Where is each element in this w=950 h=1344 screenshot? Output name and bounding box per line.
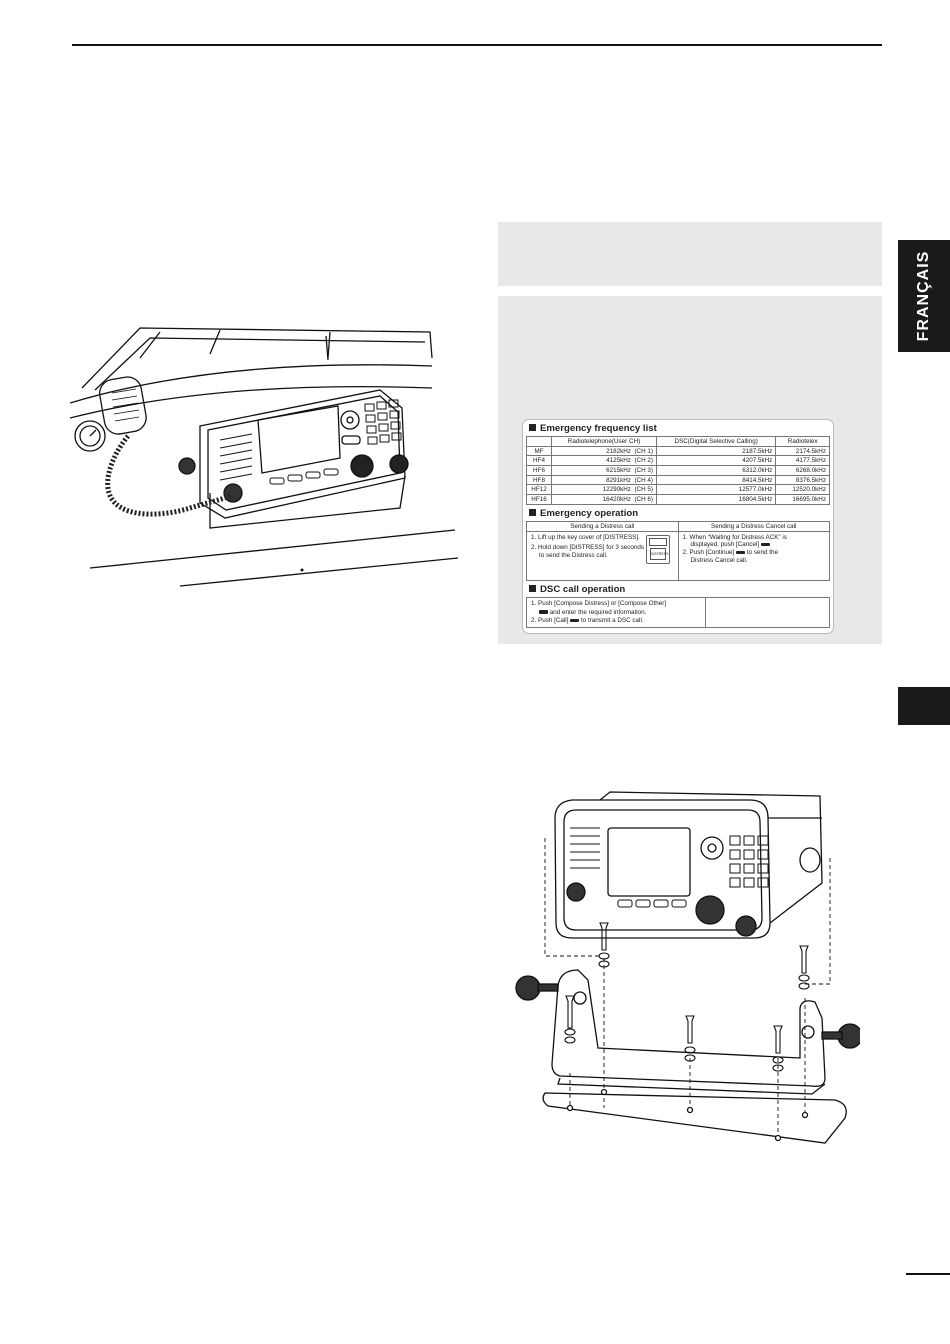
- dsc-cell: 12577.0kHz: [655, 484, 777, 496]
- freq-header-cell: Radiotelephone(User CH): [551, 436, 657, 447]
- rt-cell: 8291kHz (CH 4): [551, 474, 657, 486]
- top-rule: [72, 44, 882, 46]
- radio-installed-illustration: [70, 327, 459, 587]
- band-cell: HF8: [526, 474, 552, 486]
- send-distress-column: Sending a Distress call 1. Lift up the k…: [526, 521, 679, 580]
- emergency-card: Emergency frequency list Radiotelephone(…: [522, 419, 834, 634]
- note-box-top: [498, 222, 882, 286]
- emergency-frequency-table: Radiotelephone(User CH) DSC(Digital Sele…: [526, 436, 830, 505]
- section-tab: [898, 687, 950, 725]
- dsc-empty-cell: [706, 596, 830, 628]
- rt-cell: 2182kHz (CH 1): [551, 445, 657, 457]
- rt-cell: 12290kHz (CH 5): [551, 484, 657, 496]
- telex-cell: 2174.5kHz: [775, 445, 830, 457]
- band-cell: HF12: [526, 484, 552, 496]
- dsc-cell: 16804.5kHz: [655, 494, 777, 505]
- dsc-section-title: DSC call operation: [526, 579, 830, 597]
- band-cell: HF4: [526, 455, 552, 467]
- band-cell: MF: [526, 445, 552, 457]
- language-tab: FRANÇAIS: [898, 240, 950, 352]
- rt-cell: 6215kHz (CH 3): [551, 465, 657, 476]
- softkey-icon: [760, 542, 770, 547]
- step-text: 1. When “Waiting for Distress ACK” is: [682, 533, 787, 541]
- dsc-cell: 6312.0kHz: [655, 465, 777, 476]
- freq-section-title: Emergency frequency list: [523, 420, 833, 436]
- dsc-operation-panel: 1. Push [Compose Distress] or [Compose O…: [526, 596, 830, 628]
- telex-cell: 6268.0kHz: [775, 465, 830, 476]
- send-distress-title: Sending a Distress call: [527, 522, 678, 532]
- step-text: to send the Distress call.: [539, 552, 608, 559]
- step-text: 2. Push [Continue]: [682, 549, 735, 556]
- cancel-distress-title: Sending a Distress Cancel call: [678, 522, 829, 532]
- step-text: 1. Push [Compose Distress] or [Compose O…: [531, 599, 667, 607]
- softkey-icon: [570, 618, 580, 623]
- freq-header-cell: Radiotelex: [775, 436, 830, 447]
- step-text: to send the: [746, 549, 778, 556]
- cancel-distress-steps: 1. When “Waiting for Distress ACK” is di…: [679, 532, 830, 580]
- step-text: displayed, push [Cancel]: [690, 541, 760, 549]
- distress-key-icon: DISTRESS: [645, 534, 670, 564]
- page-number-rule: [906, 1273, 950, 1275]
- send-distress-steps: 1. Lift up the key cover of [DISTRESS]. …: [527, 532, 678, 580]
- step-text: to transmit a DSC call.: [580, 617, 644, 625]
- softkey-icon: [736, 550, 746, 555]
- freq-header-cell: [526, 436, 552, 447]
- softkey-icon: [539, 610, 548, 614]
- telex-cell: 16695.0kHz: [775, 494, 830, 505]
- band-cell: HF16: [526, 494, 552, 505]
- dsc-cell: 4207.5kHz: [655, 455, 777, 467]
- emergency-operation-panel: Sending a Distress call 1. Lift up the k…: [526, 520, 830, 580]
- telex-cell: 8376.5kHz: [775, 474, 830, 486]
- rt-cell: 16420kHz (CH 6): [551, 494, 657, 505]
- cancel-distress-column: Sending a Distress Cancel call 1. When “…: [678, 521, 830, 580]
- ops-section-title: Emergency operation: [523, 505, 833, 521]
- telex-cell: 4177.5kHz: [775, 455, 830, 467]
- rt-cell: 4125kHz (CH 2): [551, 455, 657, 467]
- freq-header-cell: DSC(Digital Selective Calling): [655, 436, 777, 447]
- step-text: 2. Push [Call]: [531, 617, 569, 625]
- freq-header-row: Radiotelephone(User CH) DSC(Digital Sele…: [526, 436, 830, 447]
- step-text: 2. Hold down [DISTRESS] for 3 seconds: [531, 544, 645, 552]
- distress-key-label: DISTRESS: [649, 547, 668, 560]
- step-text: and enter the required information.: [549, 608, 647, 616]
- step-text: Distress Cancel call.: [690, 556, 748, 564]
- step-text: 1. Lift up the key cover of [DISTRESS].: [531, 533, 640, 541]
- bracket-mounting-diagram: [515, 791, 860, 1144]
- dsc-cell: 2187.5kHz: [655, 445, 777, 457]
- dsc-cell: 8414.5kHz: [655, 474, 777, 486]
- dsc-steps: 1. Push [Compose Distress] or [Compose O…: [526, 596, 706, 628]
- band-cell: HF6: [526, 465, 552, 476]
- telex-cell: 12520.0kHz: [775, 484, 830, 496]
- language-tab-label: FRANÇAIS: [915, 250, 932, 342]
